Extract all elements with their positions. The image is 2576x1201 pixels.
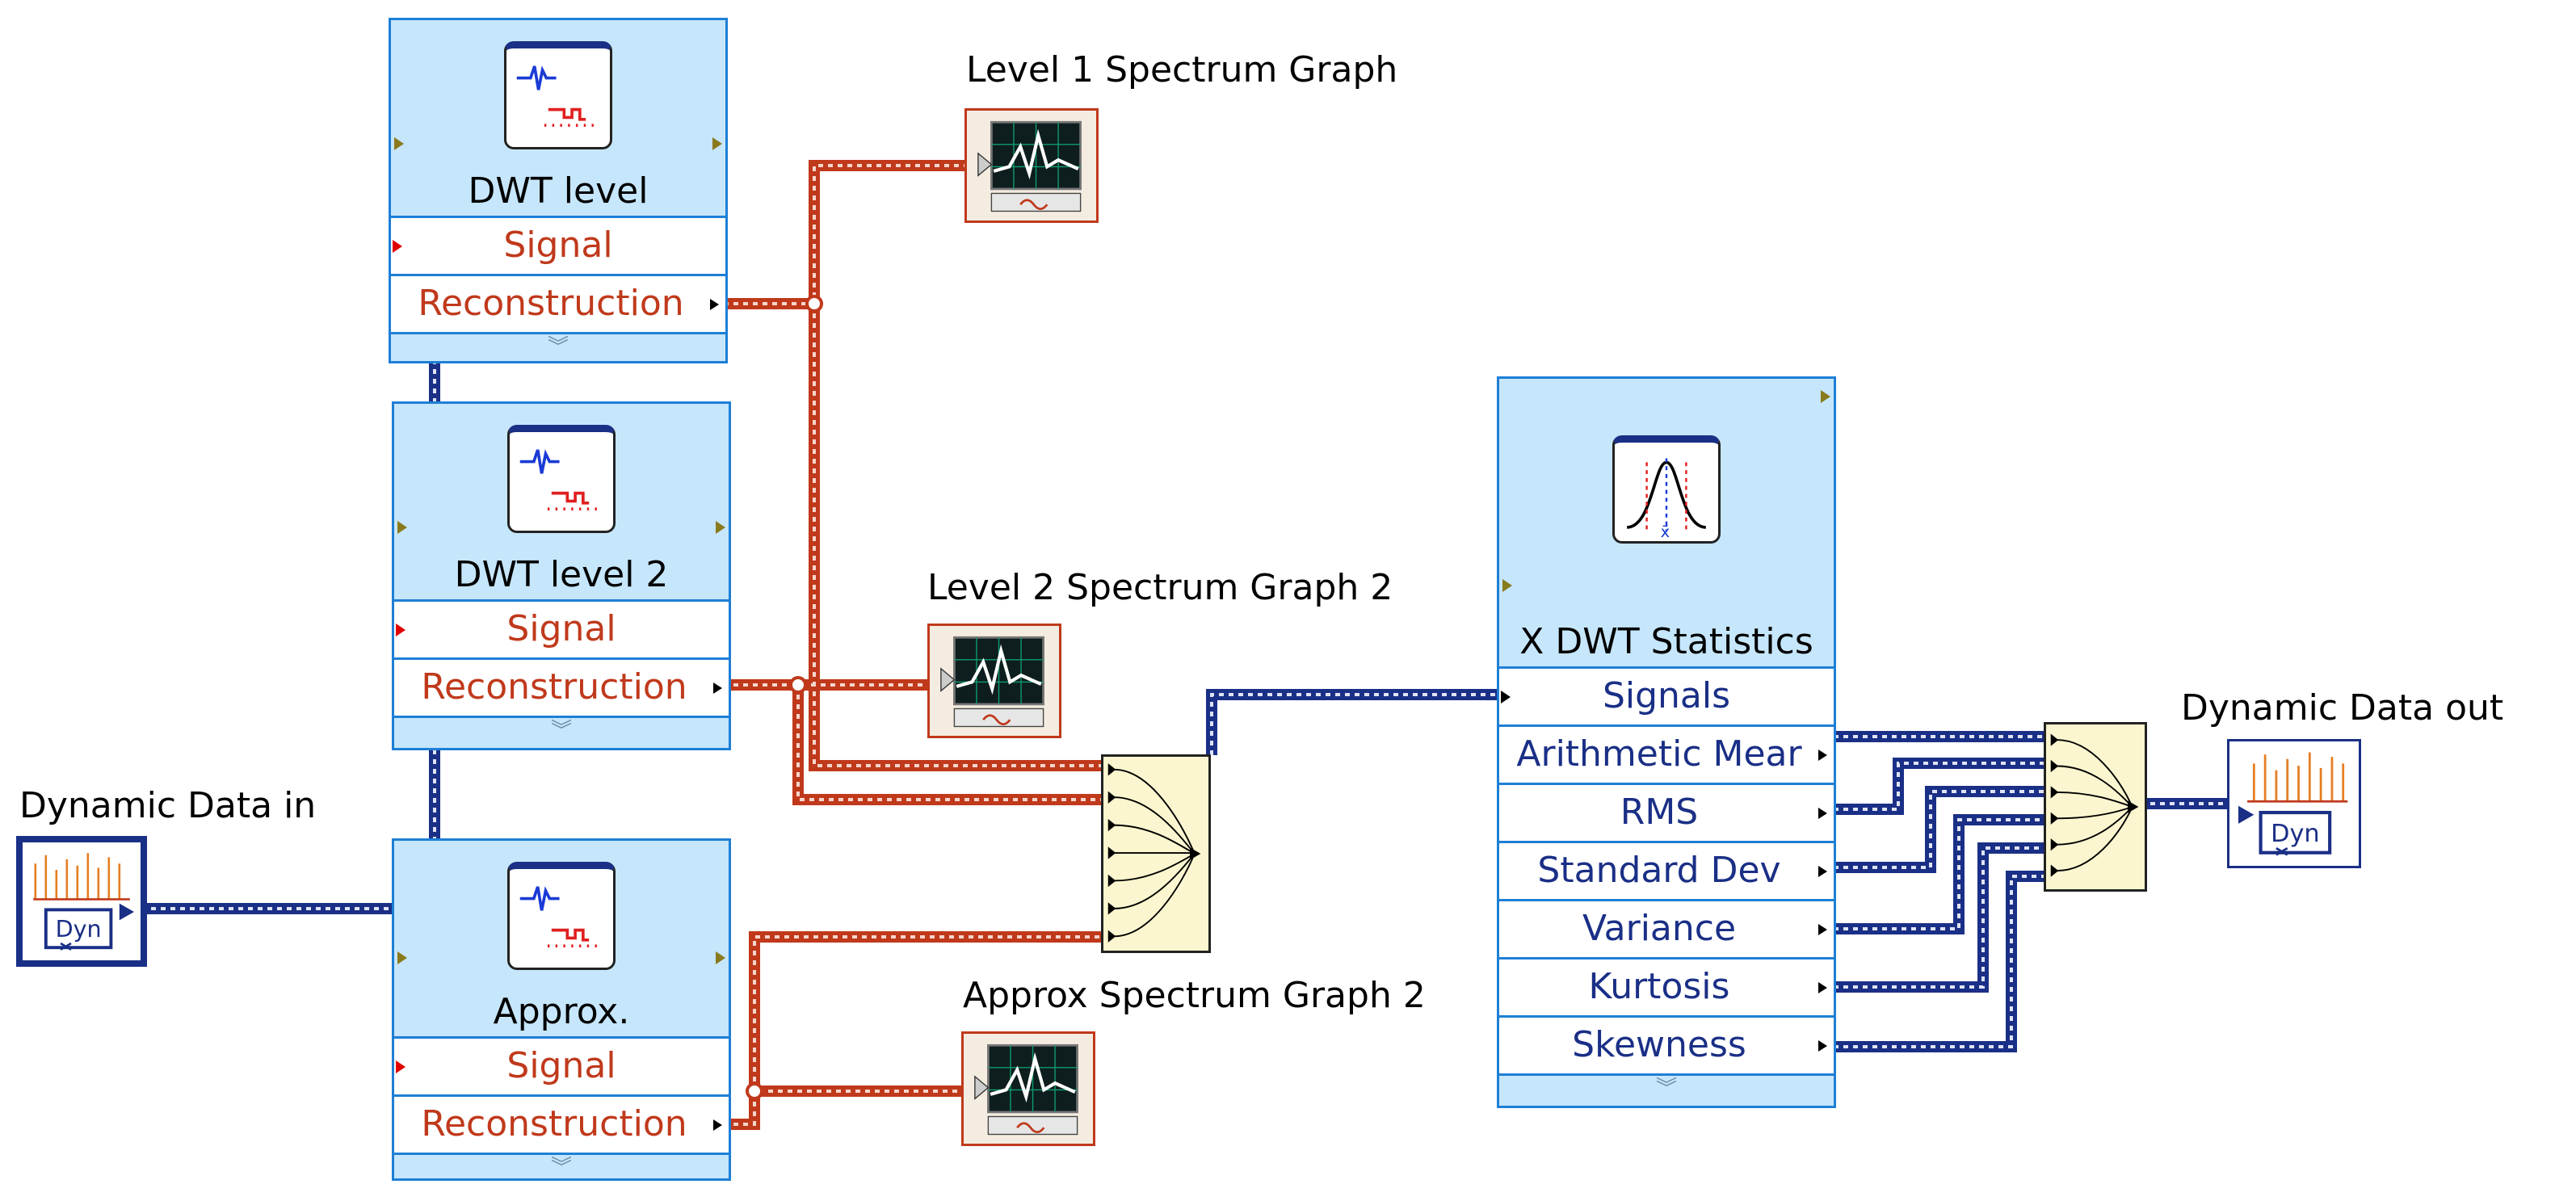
wavelet-icon [507, 425, 616, 533]
dwt-level-2-block[interactable]: DWT level 2 Signal Reconstruction ︾ [392, 401, 731, 750]
gaussian-statistics-icon: x̄ [1612, 435, 1721, 544]
expand-chevron-icon[interactable]: ︾ [1499, 1073, 1834, 1105]
dynamic-data-in-icon-text: Dyn [56, 915, 102, 943]
statistics-kurtosis-terminal[interactable]: Kurtosis [1499, 957, 1834, 1015]
statistics-arithmetic-mean-terminal[interactable]: Arithmetic Mear [1499, 724, 1834, 783]
expand-chevron-icon[interactable]: ︾ [394, 1153, 729, 1184]
level-1-spectrum-graph-label: Level 1 Spectrum Graph [966, 49, 1398, 90]
merge-signals-node-left[interactable] [1101, 754, 1211, 953]
expand-chevron-icon[interactable]: ︾ [391, 332, 725, 363]
expand-chevron-icon[interactable]: ︾ [394, 716, 729, 747]
approx-title: Approx. [493, 991, 630, 1032]
dwt-level-2-title: DWT level 2 [454, 554, 669, 595]
svg-text:x̄: x̄ [1661, 523, 1670, 541]
level-2-spectrum-graph-label: Level 2 Spectrum Graph 2 [927, 567, 1393, 608]
level-2-spectrum-graph-indicator[interactable] [927, 624, 1061, 738]
statistics-standard-dev-terminal[interactable]: Standard Dev [1499, 841, 1834, 899]
wavelet-icon [504, 41, 612, 149]
approx-reconstruction-terminal[interactable]: Reconstruction [394, 1094, 729, 1153]
statistics-variance-terminal[interactable]: Variance [1499, 899, 1834, 957]
dynamic-data-in-label: Dynamic Data in [19, 785, 317, 826]
approx-signal-terminal[interactable]: Signal [394, 1036, 729, 1094]
dwt-level-block[interactable]: DWT level Signal Reconstruction ︾ [389, 18, 728, 363]
dwt-level-reconstruction-terminal[interactable]: Reconstruction [391, 274, 725, 332]
dwt-level-2-reconstruction-terminal[interactable]: Reconstruction [394, 657, 729, 716]
dwt-level-signal-terminal[interactable]: Signal [391, 216, 725, 274]
statistics-signals-terminal[interactable]: Signals [1499, 666, 1834, 724]
approx-spectrum-graph-indicator[interactable] [961, 1031, 1095, 1146]
wire-merge-to-stats [1206, 689, 1501, 755]
dynamic-data-out-icon-text: Dyn [2271, 820, 2320, 848]
dwt-statistics-block[interactable]: x̄ X DWT Statistics Signals Arithmetic M… [1497, 376, 1836, 1108]
dynamic-data-in-terminal[interactable]: Dyn [16, 836, 147, 967]
statistics-skewness-terminal[interactable]: Skewness [1499, 1015, 1834, 1073]
dynamic-data-out-terminal[interactable]: Dyn [2227, 739, 2361, 868]
dynamic-data-out-label: Dynamic Data out [2181, 687, 2504, 729]
wire-level1-recon [724, 160, 969, 309]
approx-spectrum-graph-label: Approx Spectrum Graph 2 [963, 975, 1426, 1016]
level-1-spectrum-graph-indicator[interactable] [964, 108, 1099, 223]
statistics-rms-terminal[interactable]: RMS [1499, 783, 1834, 841]
approx-block[interactable]: Approx. Signal Reconstruction ︾ [392, 838, 731, 1181]
wavelet-icon [507, 862, 616, 970]
dwt-level-title: DWT level [468, 170, 649, 212]
dwt-level-2-signal-terminal[interactable]: Signal [394, 599, 729, 657]
dwt-statistics-title: X DWT Statistics [1519, 621, 1813, 662]
merge-signals-node-right[interactable] [2044, 722, 2147, 892]
